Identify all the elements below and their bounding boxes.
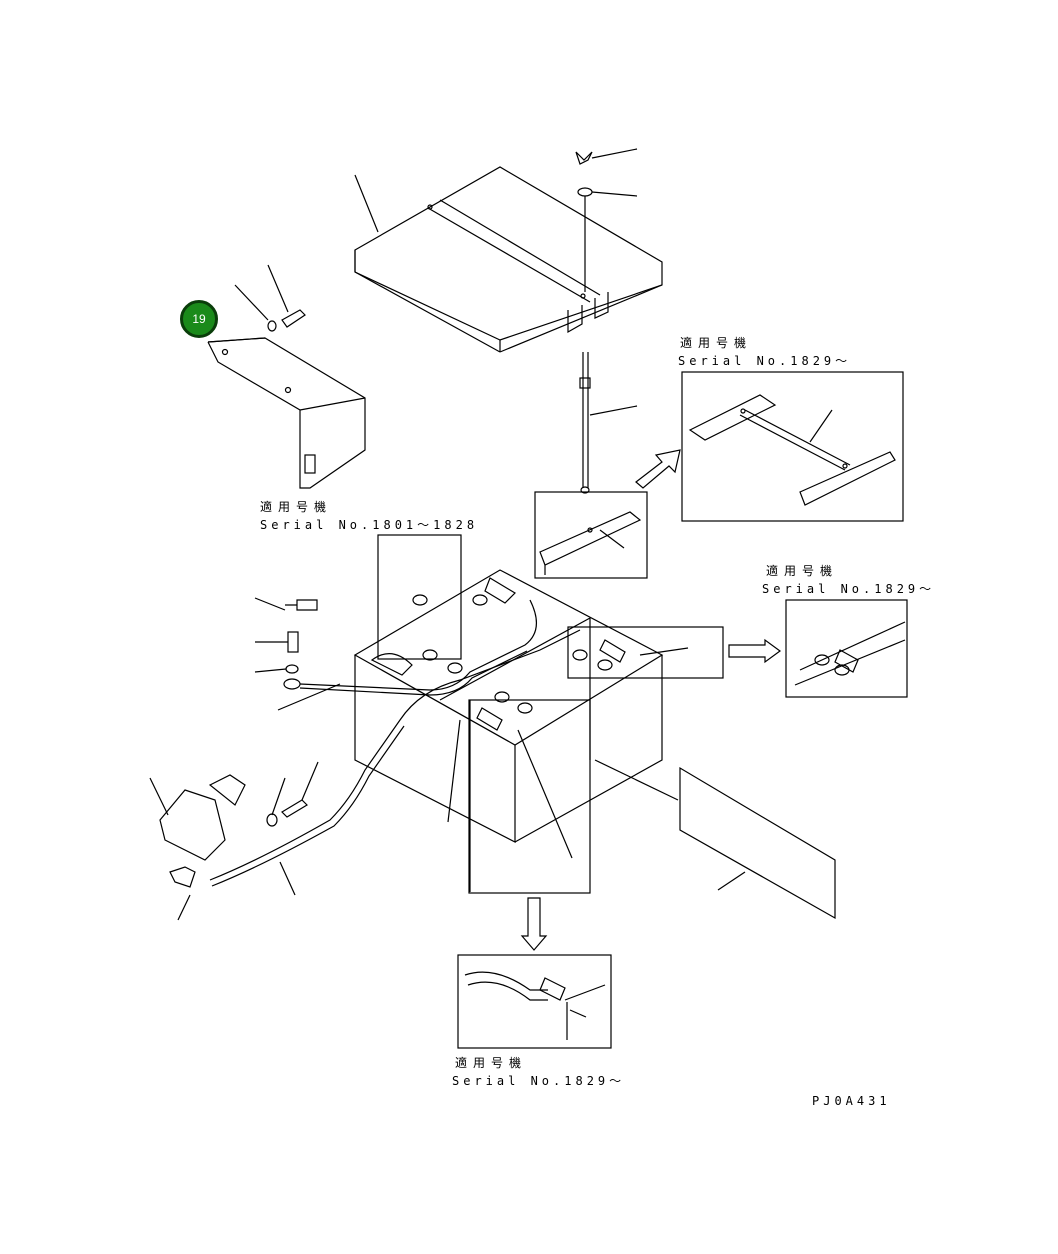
note-serial-3: Serial No.1829～ — [762, 582, 936, 596]
arrow-down-icon — [520, 897, 548, 951]
note-jp-3: 適用号機 — [766, 564, 839, 578]
side-bracket — [207, 264, 366, 489]
battery-cables — [209, 599, 591, 894]
note-jp-4: 適用号機 — [455, 1056, 528, 1070]
note-jp-2: 適用号機 — [680, 336, 753, 350]
bracket-detail — [534, 491, 648, 579]
hold-down-rod — [575, 148, 638, 494]
arrow-right-icon — [728, 638, 782, 664]
note-serial-2: Serial No.1829～ — [678, 354, 852, 368]
inset-bottom — [457, 954, 612, 1049]
arrow-up-right-icon — [635, 449, 681, 489]
note-serial-1: Serial No.1801～1828 — [260, 518, 479, 532]
terminal-hardware — [149, 597, 341, 921]
battery-mat — [594, 759, 836, 920]
note-jp-1: 適用号機 — [260, 500, 333, 514]
note-serial-4: Serial No.1829～ — [452, 1074, 626, 1088]
inset-middle-right — [567, 599, 908, 698]
drawing-code: PJ0A431 — [812, 1094, 891, 1108]
callout-19[interactable]: 19 — [180, 300, 218, 338]
battery-cover — [354, 166, 663, 353]
inset-top-right — [681, 371, 904, 522]
